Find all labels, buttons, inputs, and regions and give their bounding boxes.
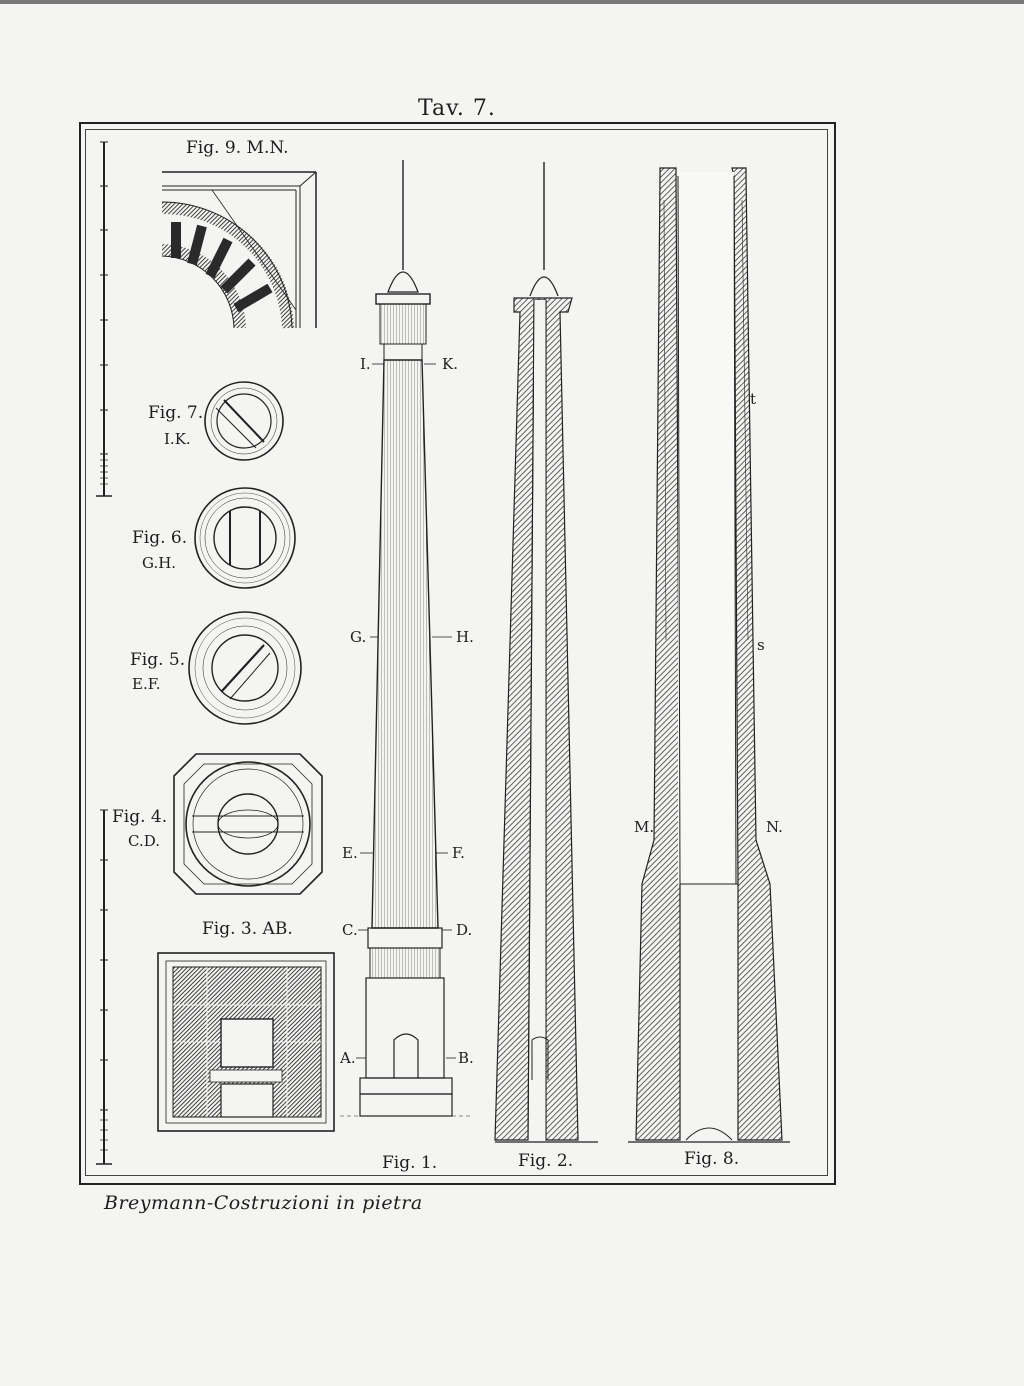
mark-f: F. — [452, 844, 465, 862]
fig1-chimney-elevation — [340, 160, 470, 1117]
mark-t: t — [750, 390, 757, 408]
fig5-section-ef — [188, 611, 302, 725]
fig6-section-gh — [194, 487, 296, 589]
mark-n: N. — [766, 818, 783, 836]
mark-e: E. — [342, 844, 358, 862]
fig2-chimney-section — [494, 162, 598, 1143]
mark-k: K. — [442, 355, 458, 373]
fig5-label: Fig. 5. — [130, 650, 186, 670]
mark-b: B. — [458, 1049, 474, 1067]
fig7-section-ik — [204, 381, 284, 461]
plate-frame-inner — [85, 129, 828, 1176]
mark-a: A. — [340, 1049, 356, 1067]
scale-bar-lower — [96, 809, 112, 1165]
page-top-edge — [0, 0, 1024, 4]
mark-c: C. — [342, 921, 358, 939]
mark-g: G. — [350, 628, 367, 646]
mark-d: D. — [456, 921, 473, 939]
fig3-section-ab — [157, 952, 335, 1132]
fig8-chimney-section-large — [628, 167, 790, 1143]
fig9-corner-detail — [161, 171, 317, 329]
plate-frame-outer — [79, 122, 836, 1185]
fig4-label: Fig. 4. — [112, 807, 168, 827]
fig4-sublabel: C.D. — [128, 832, 160, 850]
plate-caption: Breymann-Costruzioni in pietra — [104, 1192, 423, 1214]
fig6-label: Fig. 6. — [132, 528, 188, 548]
mark-m: M. — [634, 818, 655, 836]
section-leaders — [356, 363, 456, 1059]
fig9-label: Fig. 9. M.N. — [186, 138, 289, 158]
fig2-label: Fig. 2. — [518, 1151, 574, 1171]
fig6-sublabel: G.H. — [142, 554, 177, 572]
fig5-sublabel: E.F. — [132, 675, 161, 693]
fig3-label: Fig. 3. AB. — [202, 919, 293, 939]
scale-bar-upper — [96, 141, 112, 497]
fig8-label: Fig. 8. — [684, 1149, 740, 1169]
fig7-sublabel: I.K. — [164, 430, 191, 448]
mark-h: H. — [456, 628, 474, 646]
mark-i: I. — [360, 355, 371, 373]
fig4-section-cd — [173, 753, 323, 895]
mark-s: s — [757, 636, 765, 654]
fig1-label: Fig. 1. — [382, 1153, 438, 1173]
plate-title: Tav. 7. — [418, 96, 496, 121]
fig7-label: Fig. 7. — [148, 403, 204, 423]
